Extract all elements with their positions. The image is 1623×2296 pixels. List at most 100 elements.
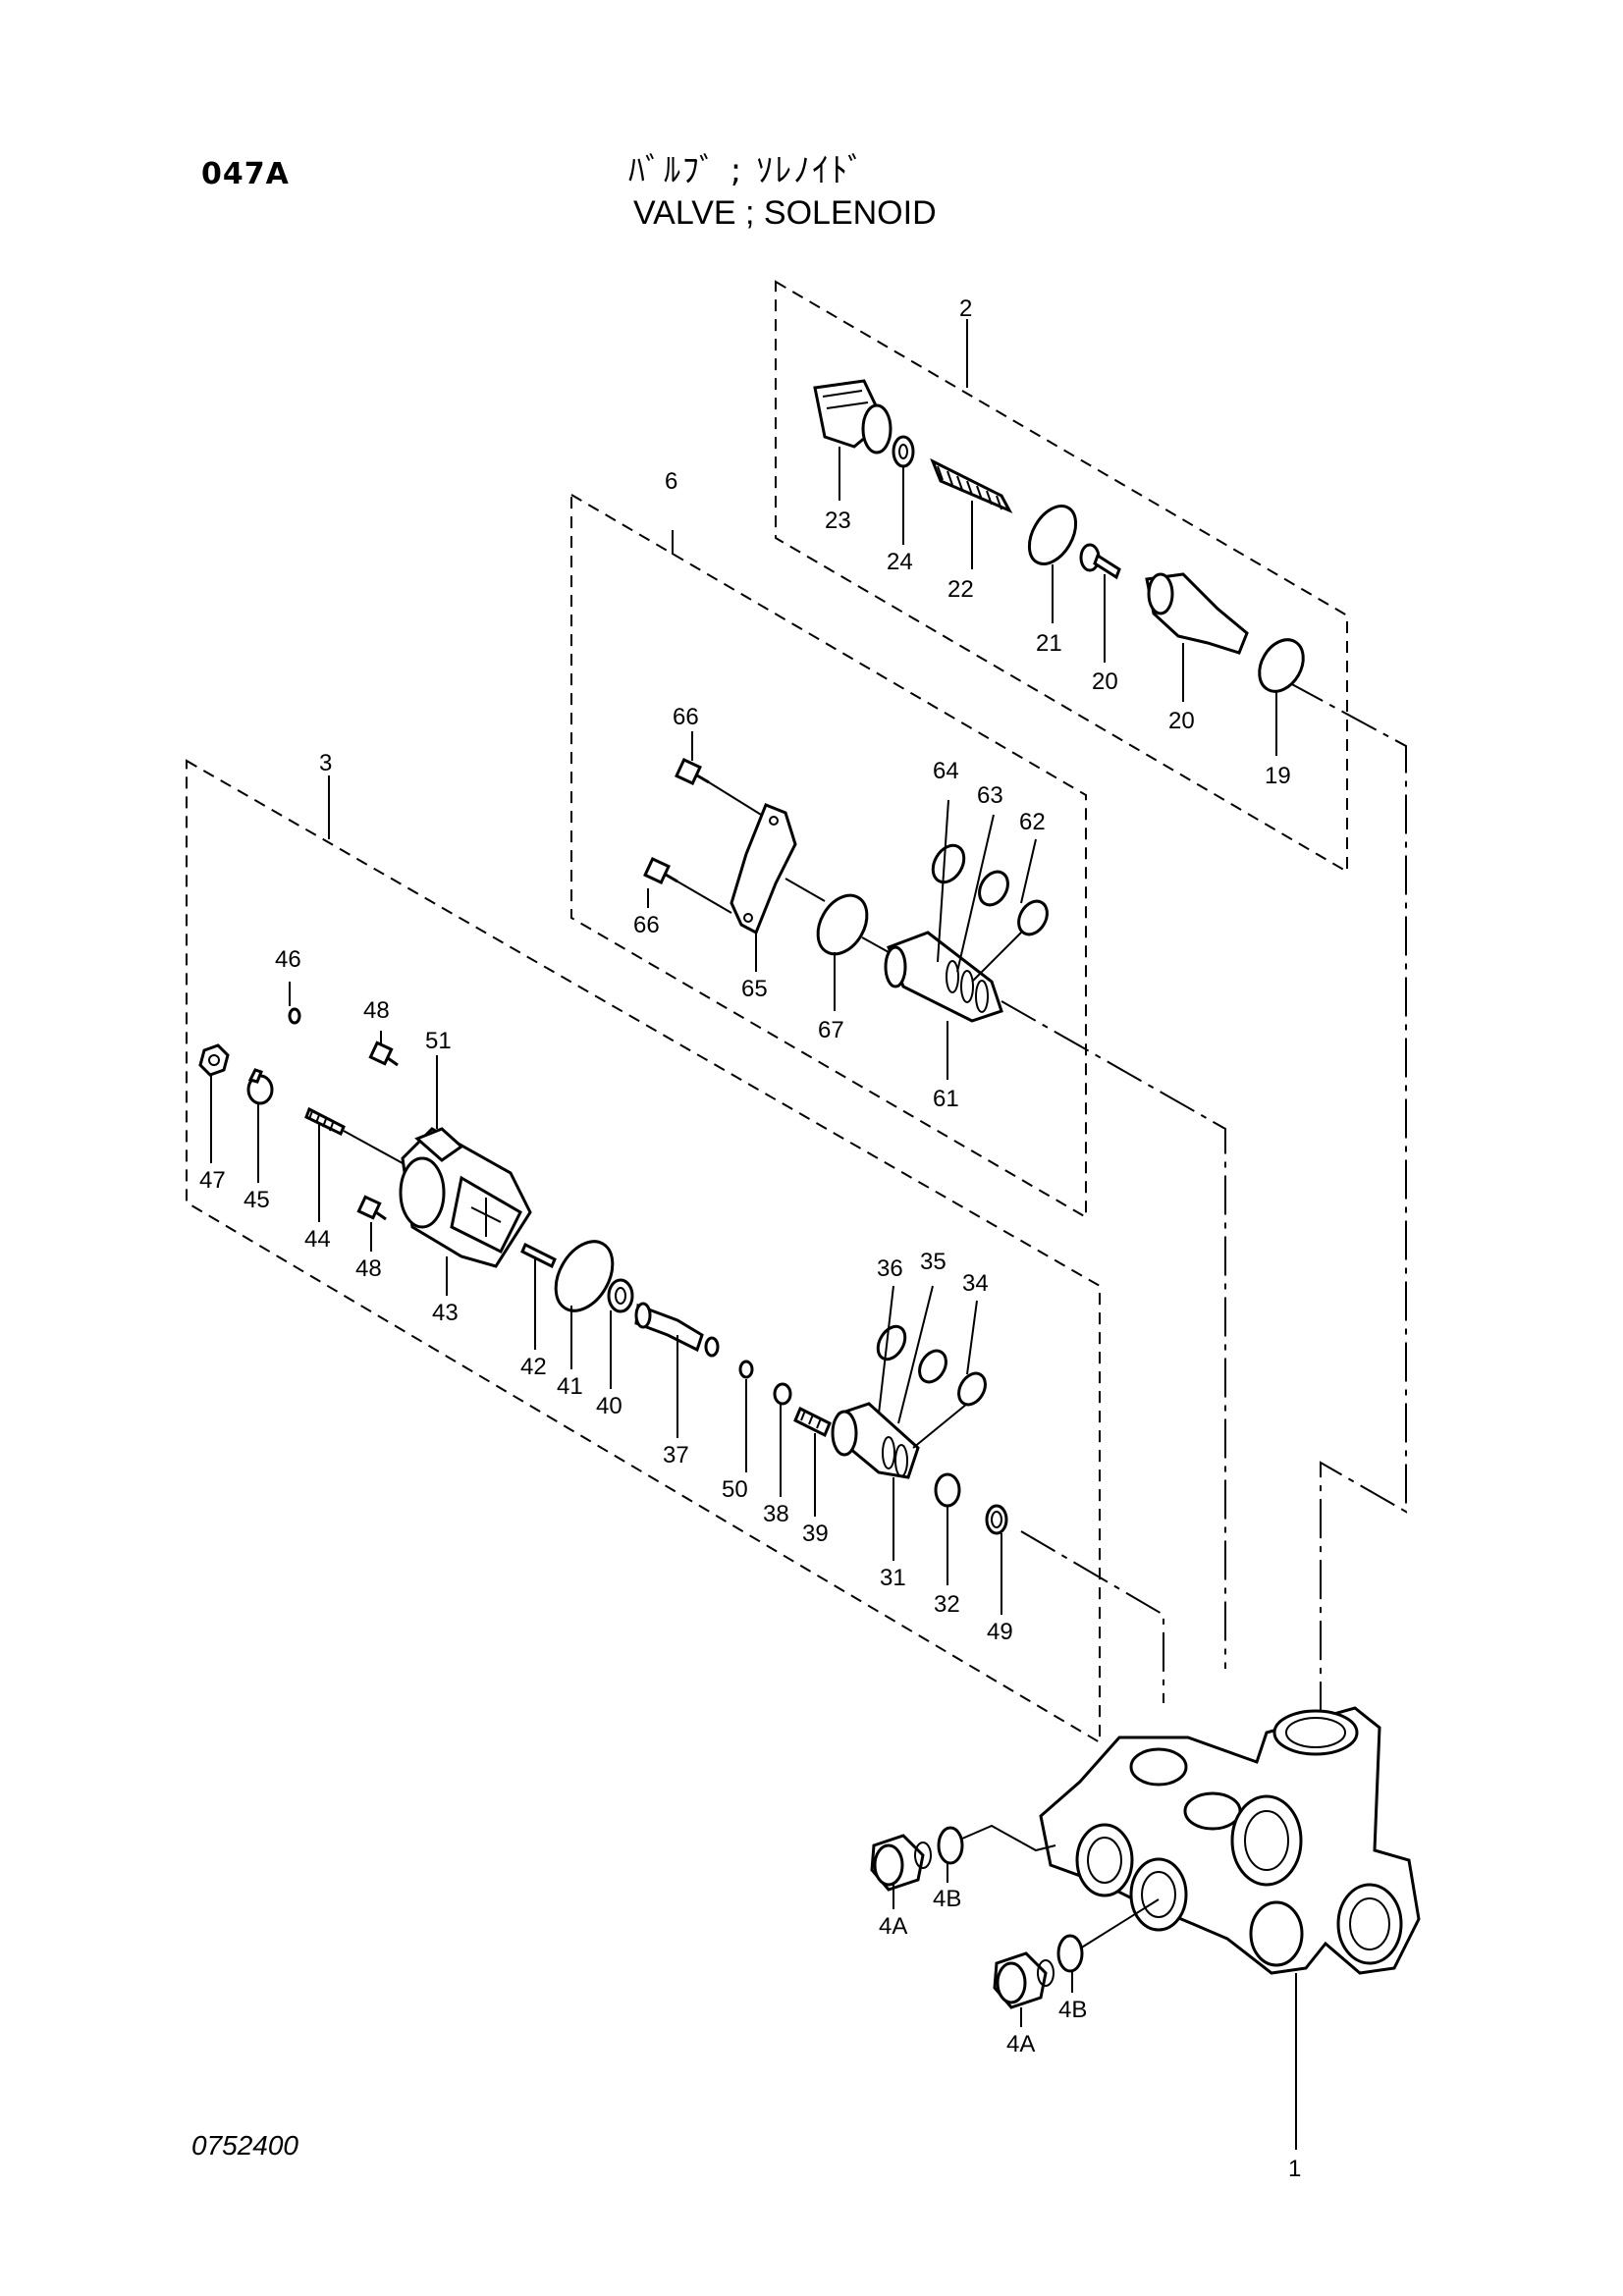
callout-23: 23 (825, 507, 851, 534)
bolt-axis-lower (676, 881, 732, 914)
callout-51: 51 (425, 1028, 452, 1054)
callout-43: 43 (432, 1300, 459, 1326)
callout-24: 24 (887, 549, 913, 575)
callout-38: 38 (763, 1501, 789, 1527)
leader-36 (878, 1285, 894, 1415)
callout-4B-b: 4B (1058, 1997, 1087, 2023)
leader-63 (956, 814, 995, 973)
callout-48b: 48 (355, 1255, 382, 1282)
title-japanese: ﾊﾞﾙﾌﾞ ; ｿﾚﾉｲﾄﾞ (628, 151, 867, 190)
callout-41: 41 (557, 1373, 583, 1400)
callout-34: 34 (962, 1270, 989, 1297)
part-20-spool (1079, 543, 1121, 580)
page-code: 047A (201, 157, 290, 191)
part-19-o-ring (1258, 638, 1305, 693)
part-42-stud (520, 1242, 557, 1269)
part-36-o-ring (876, 1324, 907, 1362)
callout-48a: 48 (363, 997, 390, 1024)
callout-46: 46 (275, 946, 301, 973)
leader-34 (966, 1300, 978, 1375)
title-english: VALVE ; SOLENOID (633, 194, 937, 232)
part-31-sleeve (831, 1402, 920, 1479)
callout-4A-b: 4A (1006, 2031, 1035, 2057)
callout-49: 49 (987, 1619, 1013, 1645)
part-44-stud (304, 1106, 346, 1137)
callout-63: 63 (977, 782, 1003, 809)
part-35-o-ring (918, 1349, 947, 1384)
part-41-o-ring (554, 1240, 615, 1312)
part-24-washer (892, 435, 915, 468)
callout-39: 39 (802, 1521, 829, 1547)
part-46-ball (288, 1007, 301, 1025)
part-4A-plug-upper (870, 1834, 932, 1892)
part-62-o-ring (1017, 899, 1049, 936)
callout-42: 42 (520, 1354, 547, 1380)
part-64-o-ring (931, 843, 966, 884)
part-21-o-ring (1027, 505, 1078, 565)
part-51-connector (414, 1127, 464, 1162)
callout-66b: 66 (633, 912, 660, 938)
part-47-nut (198, 1043, 230, 1077)
callout-2: 2 (959, 295, 972, 322)
callout-20a: 20 (1092, 668, 1118, 695)
callout-1: 1 (1288, 2156, 1301, 2182)
leader-34b (912, 1403, 968, 1449)
part-32-ring (934, 1472, 961, 1508)
part-61-plunger (884, 931, 1003, 1023)
part-63-o-ring (978, 870, 1009, 907)
callout-40: 40 (596, 1393, 622, 1419)
part-1-valve-body (1039, 1706, 1421, 1975)
drawing-number: 0752400 (191, 2130, 299, 2161)
assembly-line-6 (1001, 1000, 1226, 1669)
part-23-plug (813, 379, 893, 454)
part-65-cover-plate (730, 803, 797, 935)
plug-axis-upper (961, 1824, 1056, 1852)
callout-35: 35 (920, 1249, 947, 1275)
callout-19: 19 (1265, 763, 1291, 789)
part-45-screw (246, 1068, 274, 1105)
part-40-washer (607, 1278, 634, 1313)
part-67-o-ring (816, 893, 869, 956)
part-48-bolt-upper (368, 1041, 399, 1067)
callout-3: 3 (319, 750, 332, 776)
part-66-bolt-upper (675, 758, 710, 785)
part-48-bolt-lower (356, 1195, 387, 1221)
group-box-6 (570, 493, 1087, 1219)
leader-35 (897, 1285, 934, 1424)
callout-65: 65 (741, 976, 768, 1002)
group-box-3 (186, 759, 1101, 1744)
callout-62: 62 (1019, 809, 1046, 835)
callout-47: 47 (199, 1167, 226, 1194)
callout-32: 32 (934, 1591, 960, 1618)
part-37-spool (634, 1302, 720, 1358)
callout-67: 67 (818, 1017, 844, 1043)
callout-22: 22 (947, 576, 974, 603)
part-50-spacer (738, 1360, 754, 1379)
callout-4A-a: 4A (879, 1913, 907, 1940)
stud-axis (343, 1130, 404, 1164)
leader-62b (971, 932, 1022, 983)
part-38-ring (773, 1382, 792, 1406)
callout-21: 21 (1036, 630, 1062, 657)
callout-4B-a: 4B (933, 1886, 961, 1912)
part-49-ring (985, 1504, 1008, 1535)
callout-45: 45 (243, 1187, 270, 1213)
callout-20b: 20 (1168, 708, 1195, 734)
part-66-bolt-lower (643, 857, 678, 884)
part-43-solenoid-body (399, 1127, 532, 1268)
leader-64 (937, 799, 949, 963)
part-20-sleeve (1145, 572, 1249, 655)
callout-6: 6 (665, 468, 677, 495)
callout-36: 36 (877, 1255, 903, 1282)
leader-62 (1020, 838, 1037, 904)
part-22-spring (930, 457, 1013, 514)
bolt-axis-upper (708, 781, 767, 819)
plug-axis-lower (1079, 1898, 1160, 1949)
callout-37: 37 (663, 1442, 689, 1468)
group-box-2 (775, 280, 1348, 874)
part-39-spring (793, 1406, 832, 1438)
callout-50: 50 (722, 1476, 748, 1503)
part-4B-ring-upper (937, 1826, 964, 1865)
